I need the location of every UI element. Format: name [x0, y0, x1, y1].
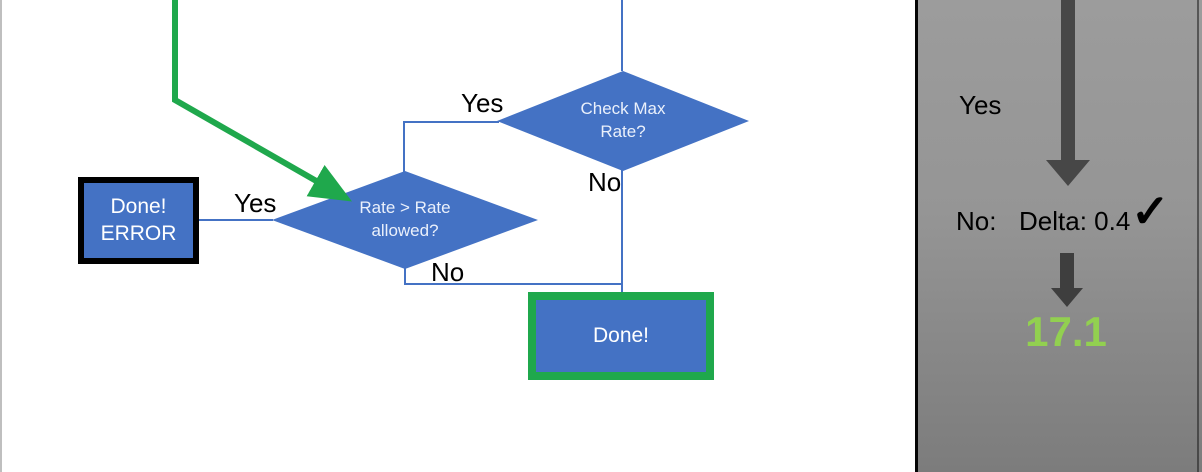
slide-left-edge	[0, 0, 2, 472]
terminal-done-error-line1: Done!	[110, 195, 167, 219]
result-side-panel: Yes No: Delta: 0.4 ✓ 17.1	[915, 0, 1202, 472]
result-value: 17.1	[1025, 308, 1107, 355]
connector-check-no-into-done	[621, 169, 623, 292]
down-arrow-small-head-icon	[1051, 288, 1083, 307]
decision-check-max-rate-label-line2: Rate?	[600, 122, 646, 141]
connector-rate-yes-into-error	[199, 219, 273, 221]
decision-rate-allowed: Rate > Rate allowed?	[272, 171, 538, 269]
decision-rate-allowed-label-line1: Rate > Rate	[359, 198, 451, 218]
label-rate-yes: Yes	[234, 188, 277, 218]
connector-top-into-check-diamond	[621, 0, 623, 71]
down-arrow-icon	[1061, 0, 1075, 160]
panel-yes-label: Yes	[959, 90, 1002, 120]
decision-check-max-rate-label-line1: Check Max	[580, 99, 666, 119]
connector-rate-no-vertical	[404, 268, 406, 284]
down-arrow-small-icon	[1060, 253, 1074, 288]
label-check-yes: Yes	[461, 88, 504, 118]
decision-check-max-rate: Check Max Rate?	[497, 71, 749, 171]
checkmark-icon: ✓	[1131, 185, 1170, 237]
connector-check-yes-horizontal	[403, 121, 499, 123]
connector-bottom-horizontal	[404, 283, 623, 285]
terminal-done: Done!	[528, 292, 714, 380]
down-arrow-head-icon	[1046, 160, 1090, 186]
connector-check-yes-vertical	[403, 121, 405, 172]
panel-right-edge	[1197, 0, 1199, 472]
panel-delta-value: Delta: 0.4	[1019, 206, 1131, 236]
label-check-no: No	[588, 167, 622, 197]
terminal-done-error: Done! ERROR	[78, 177, 199, 264]
terminal-done-error-line2: ERROR	[100, 221, 177, 245]
panel-no-label: No:	[956, 206, 997, 236]
decision-rate-allowed-label-line2: allowed?	[371, 221, 439, 240]
label-rate-no: No	[431, 257, 465, 287]
terminal-done-label: Done!	[592, 323, 650, 347]
